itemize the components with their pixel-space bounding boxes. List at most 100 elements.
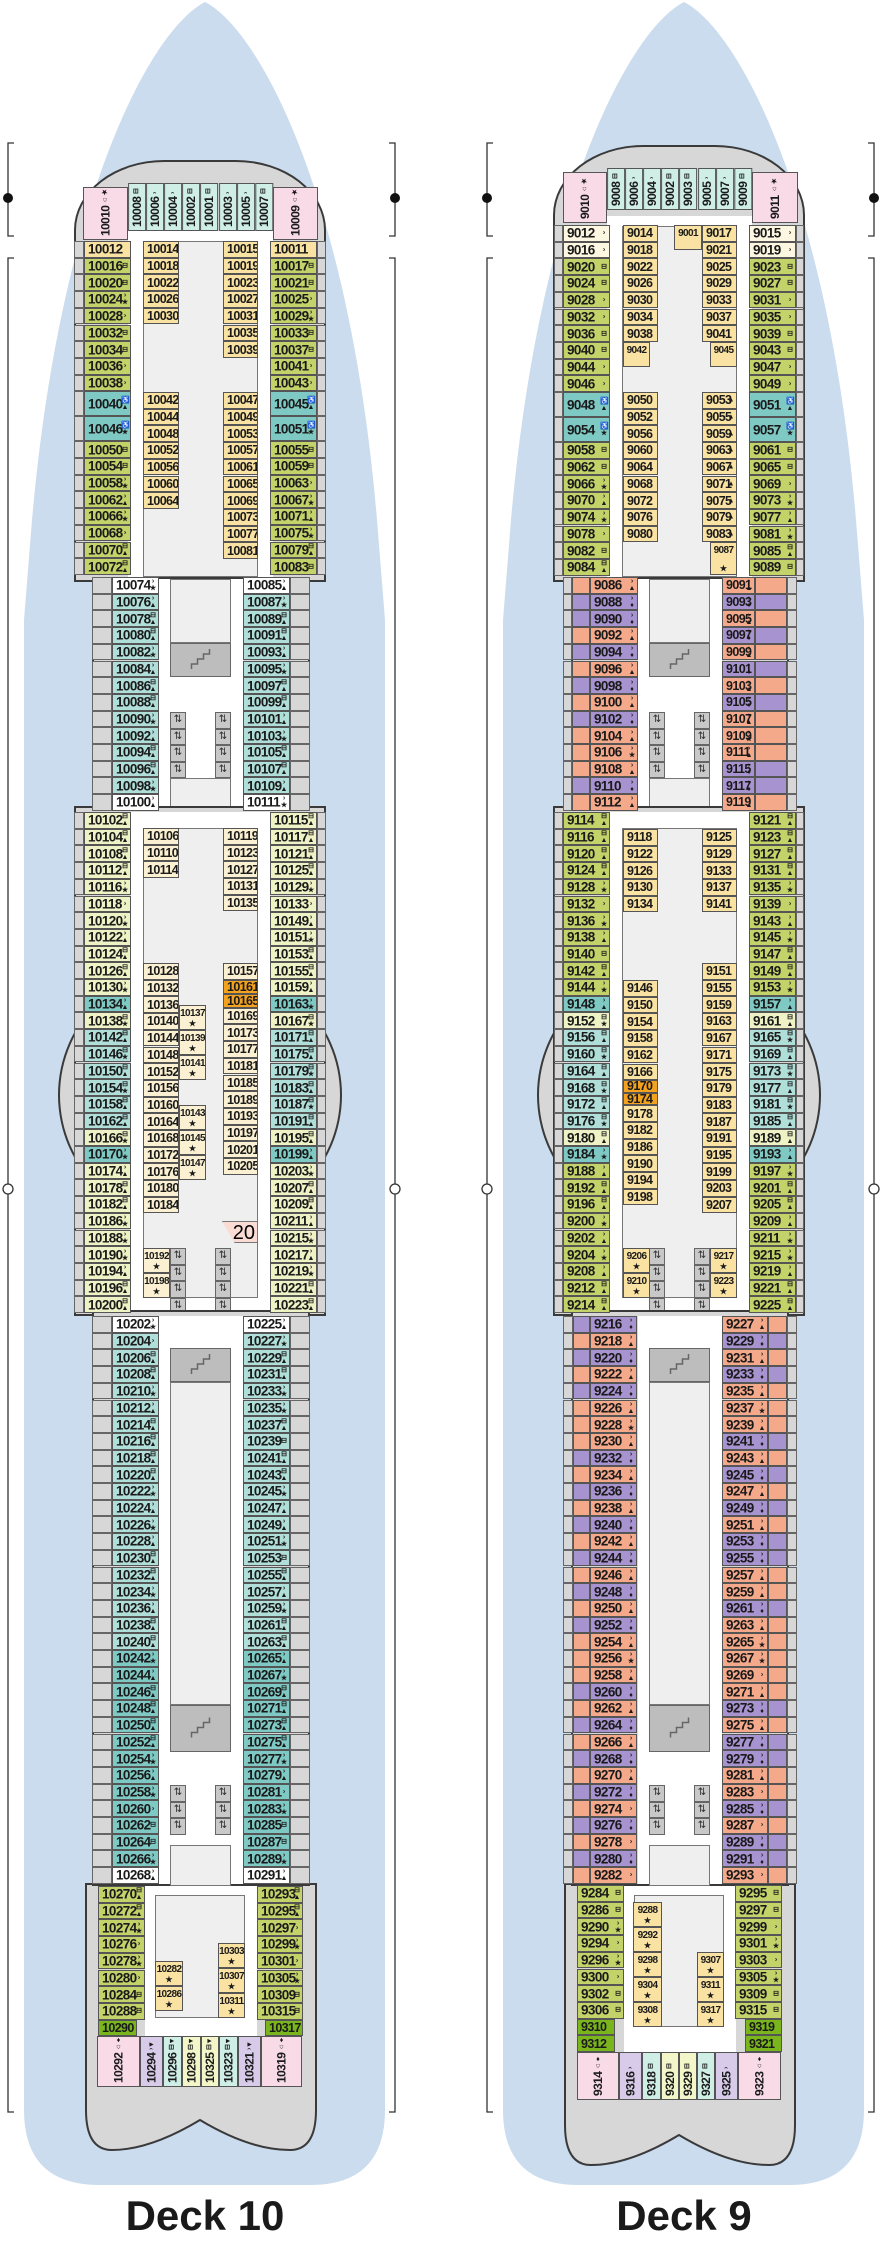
cabin-9155[interactable]: 9155 <box>702 979 737 997</box>
cabin-10082[interactable]: 10082›★ <box>112 643 159 661</box>
cabin-10044[interactable]: 10044 <box>143 408 179 426</box>
cabin-9033[interactable]: 9033 <box>702 291 737 309</box>
cabin-9132[interactable]: 9132› <box>563 895 610 913</box>
cabin-10178[interactable]: 10178⊟▲ <box>84 1179 131 1197</box>
cabin-10018[interactable]: 10018 <box>143 257 179 275</box>
cabin-10307[interactable]: 10307★ <box>218 1968 245 1993</box>
cabin-9188[interactable]: 9188›▲ <box>563 1162 610 1180</box>
cabin-10179[interactable]: 10179⊟★ <box>270 1062 317 1080</box>
cabin-9264[interactable]: 9264›♦ <box>590 1716 637 1734</box>
cabin-10291[interactable]: 10291›▲ <box>243 1867 290 1884</box>
cabin-9163[interactable]: 9163 <box>702 1013 737 1030</box>
cabin-9235[interactable]: 9235›▲ <box>722 1382 768 1400</box>
cabin-10227[interactable]: 10227›★ <box>243 1332 290 1350</box>
cabin-10074[interactable]: 10074›★ <box>112 577 159 594</box>
cabin-10037[interactable]: 10037⊟ <box>270 341 317 358</box>
cabin-9126[interactable]: 9126 <box>623 862 658 880</box>
cabin-10284[interactable]: 10284⊟ <box>98 1986 145 2003</box>
cabin-9292[interactable]: 9292★ <box>633 1927 662 1952</box>
cabin-9274[interactable]: 9274› <box>590 1800 637 1817</box>
cabin-10184[interactable]: 10184 <box>143 1196 179 1214</box>
cabin-10255[interactable]: 10255⊟▲ <box>243 1566 290 1584</box>
cabin-9017[interactable]: 9017 <box>702 225 737 242</box>
cabin-10240[interactable]: 10240⊟▲ <box>112 1633 159 1650</box>
cabin-9061[interactable]: 9061⊟ <box>749 442 796 459</box>
cabin-10211[interactable]: 10211›▲ <box>270 1212 317 1230</box>
cabin-10033[interactable]: 10033⊟ <box>270 324 317 342</box>
cabin-10020[interactable]: 10020⊟ <box>84 274 131 292</box>
cabin-9249[interactable]: 9249›♦ <box>722 1499 768 1517</box>
cabin-9298[interactable]: 9298★ <box>633 1952 662 1977</box>
cabin-9325[interactable]: 9325› <box>715 2052 738 2100</box>
cabin-10198[interactable]: 10198★ <box>143 1273 170 1298</box>
cabin-9282[interactable]: 9282› <box>590 1867 637 1884</box>
cabin-10250[interactable]: 10250⊟▲ <box>112 1716 159 1734</box>
cabin-10280[interactable]: 10280› <box>98 1969 145 1987</box>
cabin-10124[interactable]: 10124⊟▲ <box>84 945 131 963</box>
cabin-9106[interactable]: 9106›★ <box>590 744 638 761</box>
cabin-10090[interactable]: 10090›★ <box>112 710 159 728</box>
cabin-9215[interactable]: 9215›★ <box>749 1246 796 1263</box>
cabin-9125[interactable]: 9125 <box>702 829 737 846</box>
cabin-9009[interactable]: 9009⊟ <box>733 168 752 210</box>
cabin-9089[interactable]: 9089⊟ <box>749 558 796 576</box>
cabin-9259[interactable]: 9259›▲ <box>722 1583 768 1600</box>
cabin-9187[interactable]: 9187 <box>702 1113 737 1130</box>
cabin-9099[interactable]: 9099›▲ <box>722 643 755 661</box>
cabin-10026[interactable]: 10026 <box>143 291 179 308</box>
cabin-10131[interactable]: 10131 <box>223 878 258 895</box>
cabin-9227[interactable]: 9227›▲ <box>722 1316 768 1333</box>
cabin-9182[interactable]: 9182 <box>623 1121 658 1139</box>
cabin-9248[interactable]: 9248›♦ <box>590 1583 637 1600</box>
cabin-9131[interactable]: 9131⊟▲ <box>749 862 796 879</box>
cabin-10264[interactable]: 10264⊟ <box>112 1833 159 1851</box>
cabin-9288[interactable]: 9288★ <box>633 1902 662 1927</box>
cabin-10177[interactable]: 10177 <box>223 1041 258 1058</box>
cabin-10305[interactable]: 10305›★ <box>257 1969 303 1987</box>
cabin-10150[interactable]: 10150⊟▲ <box>84 1062 131 1080</box>
cabin-10127[interactable]: 10127 <box>223 861 258 879</box>
cabin-10105[interactable]: 10105⊟▲ <box>243 744 290 761</box>
cabin-10187[interactable]: 10187⊟★ <box>270 1095 317 1113</box>
cabin-9102[interactable]: 9102›♦ <box>590 710 638 728</box>
cabin-9323[interactable]: 9323⌂♦ <box>738 2052 781 2100</box>
cabin-9266[interactable]: 9266›▲ <box>590 1733 637 1751</box>
cabin-9289[interactable]: 9289›♦ <box>722 1833 768 1851</box>
cabin-10133[interactable]: 10133› <box>270 895 317 913</box>
cabin-9228[interactable]: 9228›★ <box>590 1416 637 1433</box>
cabin-9049[interactable]: 9049› <box>749 375 796 392</box>
cabin-10016[interactable]: 10016⊟ <box>84 257 131 275</box>
cabin-9229[interactable]: 9229›♦ <box>722 1332 768 1350</box>
cabin-10325[interactable]: 10325⊟◄ <box>201 2036 219 2087</box>
cabin-10088[interactable]: 10088⊟▲ <box>112 693 159 711</box>
cabin-10219[interactable]: 10219›★ <box>270 1262 317 1280</box>
cabin-9027[interactable]: 9027⊟ <box>749 275 796 292</box>
cabin-10004[interactable]: 10004› <box>164 183 183 231</box>
cabin-9021[interactable]: 9021 <box>702 241 737 259</box>
cabin-9277[interactable]: 9277›♦ <box>722 1733 768 1751</box>
cabin-10192[interactable]: 10192★ <box>143 1248 170 1273</box>
cabin-9100[interactable]: 9100›▲ <box>590 693 638 711</box>
cabin-9158[interactable]: 9158 <box>623 1030 658 1047</box>
cabin-9263[interactable]: 9263›▲ <box>722 1616 768 1634</box>
cabin-10025[interactable]: 10025› <box>270 291 317 308</box>
cabin-9278[interactable]: 9278› <box>590 1833 637 1851</box>
cabin-9024[interactable]: 9024⊟ <box>563 275 610 292</box>
cabin-9173[interactable]: 9173⊟★ <box>749 1062 796 1080</box>
cabin-10112[interactable]: 10112⊟▲ <box>84 862 131 879</box>
cabin-10041[interactable]: 10041› <box>270 357 317 375</box>
cabin-9098[interactable]: 9098›♦ <box>590 677 638 694</box>
cabin-9019[interactable]: 9019› <box>749 241 796 259</box>
cabin-10207[interactable]: 10207⊟▲ <box>270 1179 317 1197</box>
cabin-10099[interactable]: 10099⊟▲ <box>243 693 290 711</box>
cabin-10153[interactable]: 10153⊟▲ <box>270 945 317 963</box>
cabin-10071[interactable]: 10071›▲ <box>270 508 317 525</box>
cabin-9015[interactable]: 9015› <box>749 225 796 242</box>
cabin-9262[interactable]: 9262›▲ <box>590 1700 637 1717</box>
cabin-10075[interactable]: 10075›★ <box>270 524 317 542</box>
cabin-10062[interactable]: 10062›▲ <box>84 491 131 509</box>
cabin-9084[interactable]: 9084⊟▲ <box>563 558 610 576</box>
cabin-10101[interactable]: 10101›▲ <box>243 710 290 728</box>
cabin-9008[interactable]: 9008⊟ <box>607 168 626 210</box>
cabin-10274[interactable]: 10274›★ <box>98 1919 145 1937</box>
